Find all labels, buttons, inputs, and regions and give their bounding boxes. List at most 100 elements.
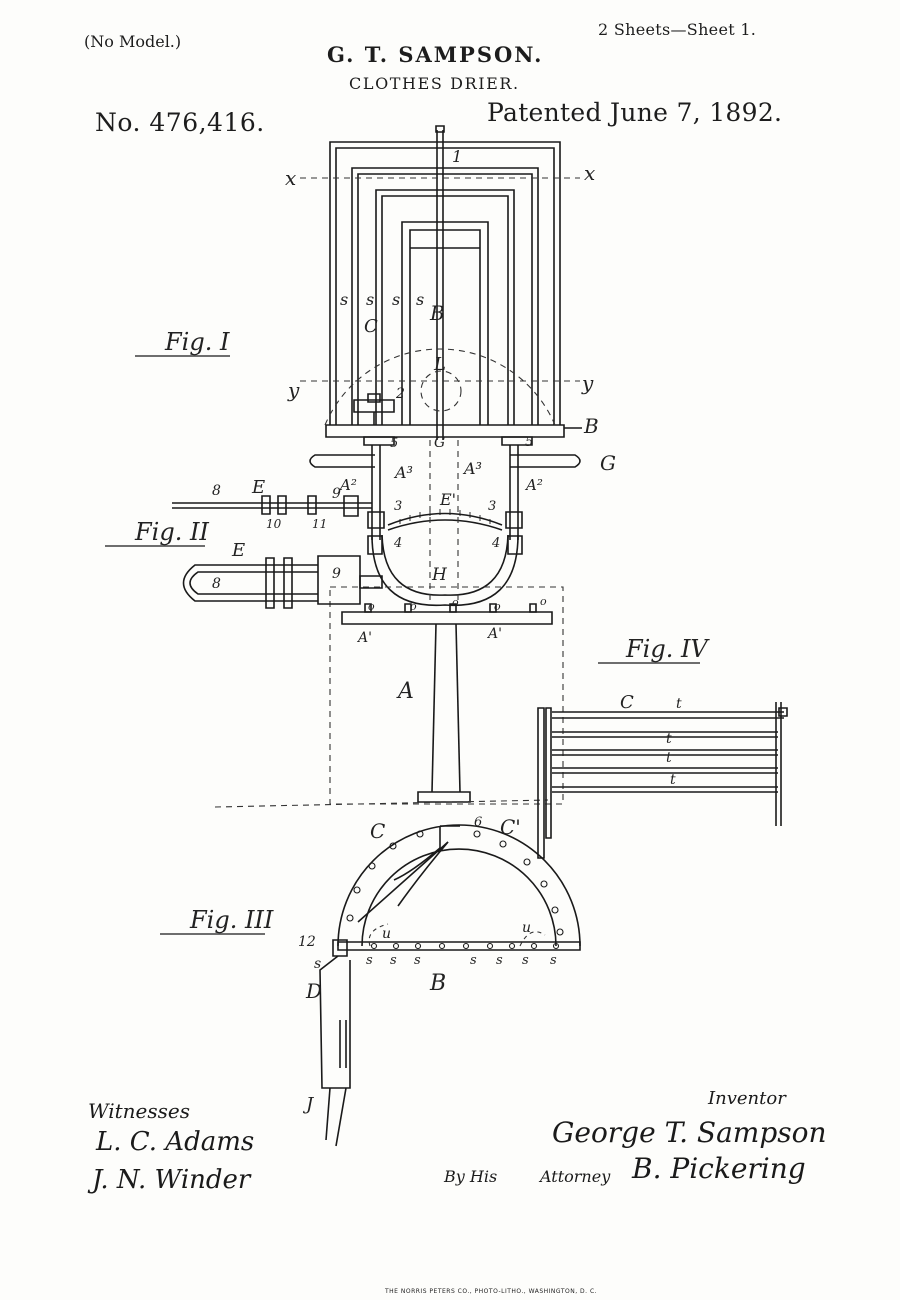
label-A2-left: A² (338, 476, 357, 494)
fig3-frame (320, 825, 580, 1146)
label-E-upper: E (251, 477, 265, 498)
label-s-2: s (366, 290, 374, 309)
fig3-bolts (347, 831, 563, 949)
label-4-right: 4 (491, 536, 500, 551)
fig4-rack (538, 702, 787, 858)
label-3-left: 3 (394, 499, 402, 514)
label-s-fig3-7: s (550, 953, 557, 968)
label-11: 11 (312, 517, 327, 531)
inventor-signature: George T. Sampson (552, 1116, 827, 1149)
figure-titles: Fig. I Fig. II Fig. IV Fig. III (105, 328, 710, 934)
label-J: J (302, 1094, 315, 1115)
fig1-title: Fig. I (164, 328, 230, 356)
label-E1: E' (439, 490, 456, 509)
label-9-lower: 9 (332, 566, 341, 582)
label-o-2: o (410, 600, 417, 613)
label-t-2: t (666, 731, 672, 747)
label-C-fig3: C (370, 819, 385, 843)
label-s-4: s (416, 290, 424, 309)
fig2-dashed (215, 440, 563, 807)
label-6: 6 (474, 815, 482, 830)
label-A3-right: A³ (462, 459, 482, 478)
label-H: H (431, 565, 448, 585)
signature-block: Witnesses L. C. Adams J. N. Winder Inven… (87, 1088, 827, 1195)
by-his-text: By His (443, 1167, 497, 1186)
attorney-signature: B. Pickering (631, 1152, 806, 1185)
witness-2-signature: J. N. Winder (87, 1165, 252, 1195)
label-C-fig4: C (620, 692, 634, 713)
label-u-right: u (522, 920, 531, 936)
label-B-right: B (583, 414, 599, 438)
fig1-frame (326, 126, 582, 440)
label-t-4: t (670, 772, 676, 788)
fig3-title: Fig. III (189, 906, 274, 934)
witnesses-label: Witnesses (88, 1099, 190, 1123)
label-o-1: o (368, 600, 375, 613)
witness-1-signature: L. C. Adams (95, 1127, 254, 1157)
label-B-fig1: B (429, 301, 445, 325)
attorney-label: Attorney (538, 1167, 611, 1186)
label-4-left: 4 (393, 536, 402, 551)
label-A1-left: A' (356, 630, 372, 646)
label-s-fig3-0: s (314, 956, 321, 972)
label-y-left: y (287, 378, 300, 402)
label-12: 12 (298, 934, 316, 950)
fig2-yoke (310, 437, 580, 802)
no-model-note: (No Model.) (84, 32, 182, 51)
label-s-3: s (392, 290, 400, 309)
fig3-dashed (369, 924, 545, 946)
label-C-fig1: C (364, 316, 378, 337)
reference-labels: x x 1 s s s s B C L y y 2 B 5 G 5 G A³ A… (212, 147, 682, 1115)
label-x-right: x (584, 161, 595, 185)
label-E-lower: E (231, 540, 245, 561)
label-8-lower: 8 (212, 576, 221, 592)
label-A: A (396, 679, 414, 704)
fig1-dashed (300, 178, 580, 425)
label-A1-right: A' (486, 626, 502, 642)
label-y-right: y (581, 371, 594, 395)
label-1-top: 1 (452, 147, 462, 166)
fig2-title: Fig. II (134, 518, 209, 546)
label-o-5: o (540, 595, 547, 608)
label-3-right: 3 (488, 499, 496, 514)
inventor-name: G. T. SAMPSON. (327, 42, 544, 67)
invention-title: CLOTHES DRIER. (349, 74, 520, 93)
label-8-upper: 8 (212, 483, 221, 499)
label-s-fig3-3: s (414, 953, 421, 968)
label-s-fig3-1: s (366, 953, 373, 968)
label-A2-right: A² (524, 476, 543, 494)
label-5-right: 5 (525, 435, 533, 450)
sheet-count: 2 Sheets—Sheet 1. (598, 20, 757, 39)
fig2-arm-upper (172, 496, 372, 516)
inventor-label: Inventor (707, 1088, 787, 1109)
fig4-title: Fig. IV (625, 635, 710, 663)
label-u-left: u (382, 926, 391, 942)
label-G-center: G (434, 435, 445, 451)
label-s-fig3-2: s (390, 953, 397, 968)
label-t-1: t (676, 696, 682, 712)
label-5-left: 5 (390, 436, 398, 451)
label-C1: C' (500, 815, 521, 839)
label-s-fig3-4: s (470, 953, 477, 968)
label-s-fig3-6: s (522, 953, 529, 968)
label-s-fig3-5: s (496, 953, 503, 968)
label-G-right: G (600, 451, 616, 475)
label-o-4: o (494, 600, 501, 613)
label-x-left: x (285, 166, 296, 190)
label-A3-left: A³ (393, 463, 413, 482)
label-D: D (305, 979, 322, 1003)
printer-imprint: THE NORRIS PETERS CO., PHOTO-LITHO., WAS… (385, 1288, 598, 1295)
label-o-3: o (452, 596, 459, 609)
label-L: L (433, 354, 446, 375)
fig2-arm-lower (184, 556, 383, 608)
label-10: 10 (266, 517, 282, 531)
label-2: 2 (395, 386, 405, 402)
patent-date: Patented June 7, 1892. (487, 98, 783, 127)
label-t-3: t (666, 750, 672, 766)
label-s-1: s (340, 290, 348, 309)
label-9-upper: 9 (332, 486, 341, 502)
label-B-fig3: B (429, 971, 446, 996)
patent-number: No. 476,416. (95, 108, 265, 137)
